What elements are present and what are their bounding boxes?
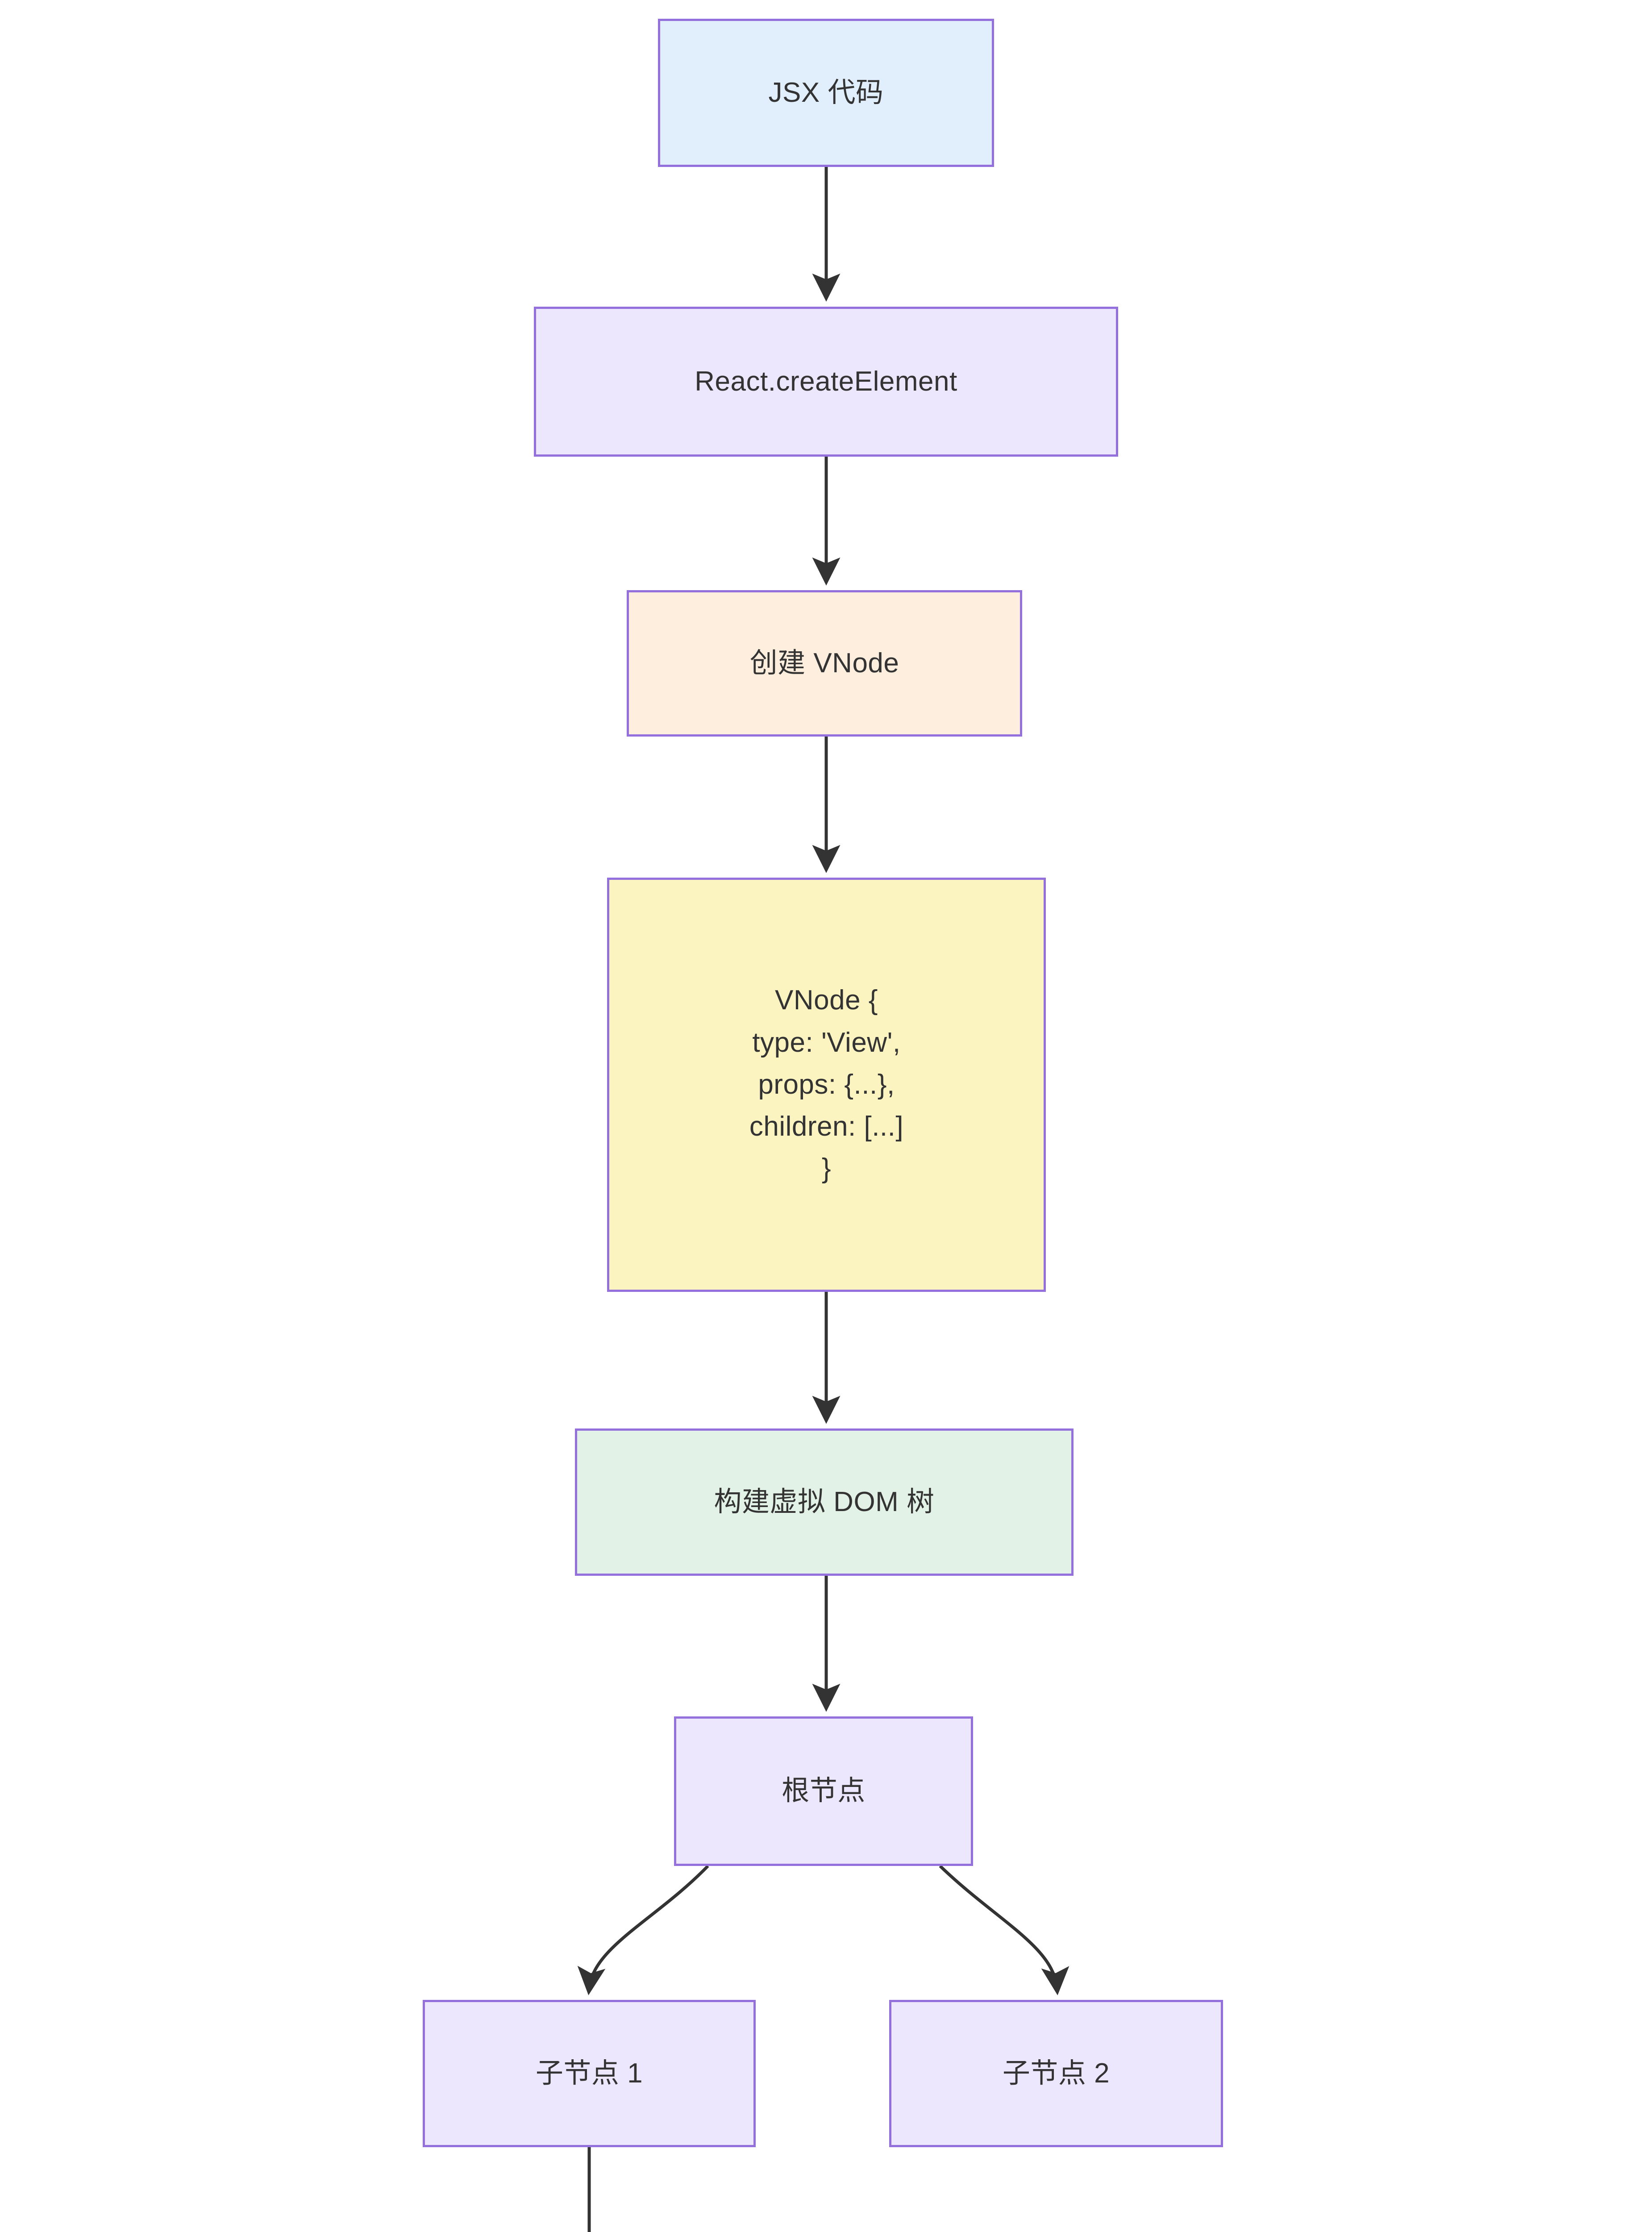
node-react-createelement[interactable]: React.createElement (534, 307, 1118, 457)
node-vnode-object[interactable]: VNode { type: 'View', props: {...}, chil… (607, 878, 1046, 1292)
edge-rootnode-to-child1 (577, 1865, 709, 1995)
node-build-virtual-dom-tree[interactable]: 构建虚拟 DOM 树 (575, 1428, 1074, 1576)
node-jsx-code-label: JSX 代码 (768, 77, 884, 108)
node-root-node[interactable]: 根节点 (674, 1716, 973, 1866)
node-child-node-2[interactable]: 子节点 2 (889, 2000, 1223, 2147)
node-root-node-label: 根节点 (782, 1775, 866, 1807)
node-jsx-code[interactable]: JSX 代码 (658, 19, 994, 167)
node-child-node-2-label: 子节点 2 (1002, 2057, 1110, 2089)
node-build-virtual-dom-tree-label: 构建虚拟 DOM 树 (714, 1486, 935, 1517)
node-react-createelement-label: React.createElement (695, 366, 957, 397)
node-create-vnode[interactable]: 创建 VNode (627, 590, 1022, 737)
node-child-node-1-label: 子节点 1 (535, 2057, 643, 2089)
node-create-vnode-label: 创建 VNode (749, 647, 899, 679)
edge-rootnode-to-child2 (939, 1865, 1069, 1995)
node-child-node-1[interactable]: 子节点 1 (423, 2000, 756, 2147)
node-vnode-object-label: VNode { type: 'View', props: {...}, chil… (749, 985, 904, 1184)
